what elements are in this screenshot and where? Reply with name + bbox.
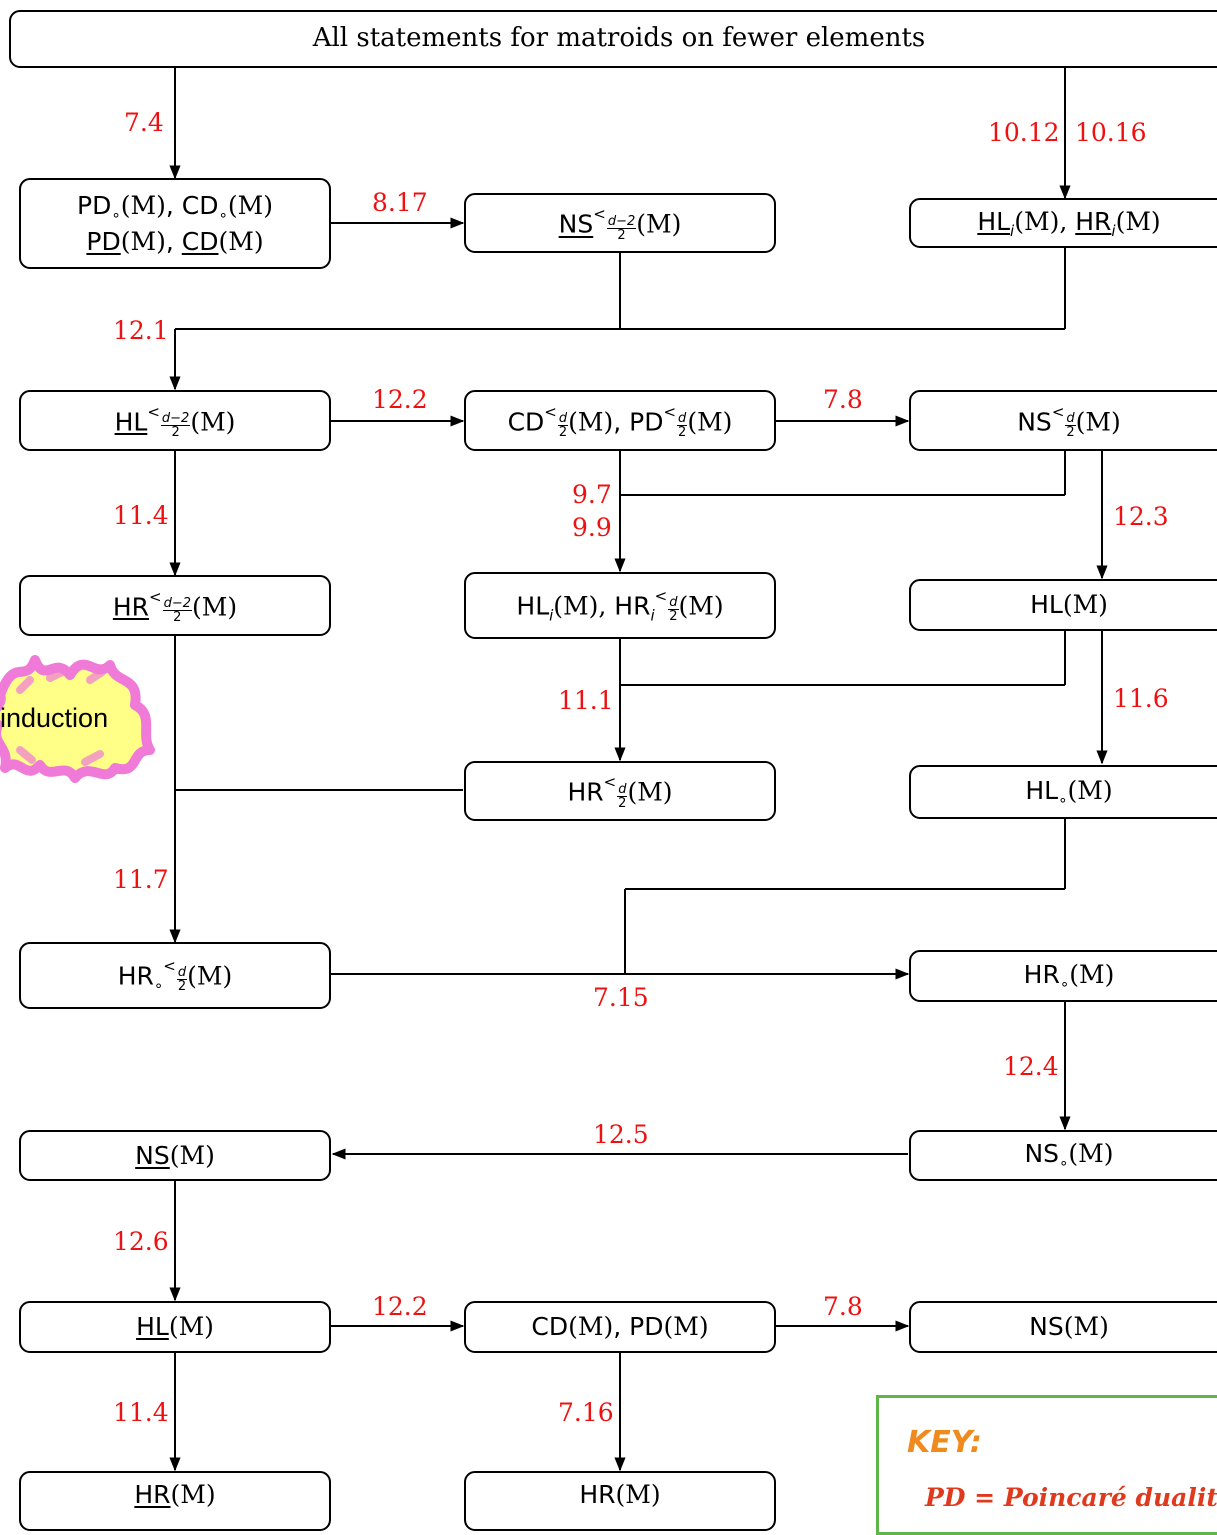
label-12-6: 12.6	[113, 1227, 169, 1256]
label-12-4: 12.4	[1003, 1052, 1059, 1081]
label-11-7: 11.7	[113, 865, 169, 894]
label-7-16: 7.16	[558, 1398, 614, 1427]
node-hr-underline: HR(M)	[19, 1471, 331, 1531]
label-10-16: 10.16	[1075, 118, 1147, 147]
label-12-1: 12.1	[113, 316, 169, 345]
title: All statements for matroids on fewer ele…	[313, 21, 926, 56]
label-9-7: 9.7	[572, 480, 612, 509]
node-ns-underline: NS(M)	[19, 1130, 331, 1181]
node-hl-underline: HL(M)	[19, 1301, 331, 1353]
node-hr-circ: HR∘(M)	[909, 950, 1217, 1002]
label-11-1: 11.1	[558, 686, 614, 715]
node-hl-circ: HL∘(M)	[909, 765, 1217, 819]
label-7-8a: 7.8	[823, 385, 863, 414]
node-hl-i-hr-i: HLi(M), HRi(M)	[909, 198, 1217, 248]
node-ns-circ: NS∘(M)	[909, 1130, 1217, 1181]
label-8-17: 8.17	[372, 188, 428, 217]
node-pd-cd-circ: PD∘(M), CD∘(M) PD(M), CD(M)	[19, 178, 331, 269]
key-line-pd: PD = Poincaré dualities	[925, 1483, 1217, 1512]
node-pd-cd-circ-line1: PD∘(M), CD∘(M)	[77, 189, 273, 225]
label-11-6: 11.6	[1113, 684, 1169, 713]
node-pd-cd-circ-line2: PD(M), CD(M)	[86, 225, 263, 259]
node-hr-m: HR(M)	[464, 1471, 776, 1531]
node-cd-pd: CD(M), PD(M)	[464, 1301, 776, 1353]
node-hl-m: HL(M)	[909, 579, 1217, 631]
label-10-12: 10.12	[988, 118, 1060, 147]
label-7-15: 7.15	[593, 983, 649, 1012]
label-7-8b: 7.8	[823, 1292, 863, 1321]
node-all-statements: All statements for matroids on fewer ele…	[9, 10, 1217, 68]
label-12-5: 12.5	[593, 1120, 649, 1149]
label-12-3: 12.3	[1113, 502, 1169, 531]
label-11-4a: 11.4	[113, 501, 169, 530]
induction-label: induction	[0, 703, 108, 734]
label-12-2a: 12.2	[372, 385, 428, 414]
label-11-4b: 11.4	[113, 1398, 169, 1427]
label-9-9: 9.9	[572, 513, 612, 542]
label-12-2b: 12.2	[372, 1292, 428, 1321]
key-box	[876, 1395, 1217, 1535]
label-7-4: 7.4	[124, 108, 164, 137]
key-title: KEY:	[907, 1425, 982, 1460]
node-ns-m: NS(M)	[909, 1301, 1217, 1353]
